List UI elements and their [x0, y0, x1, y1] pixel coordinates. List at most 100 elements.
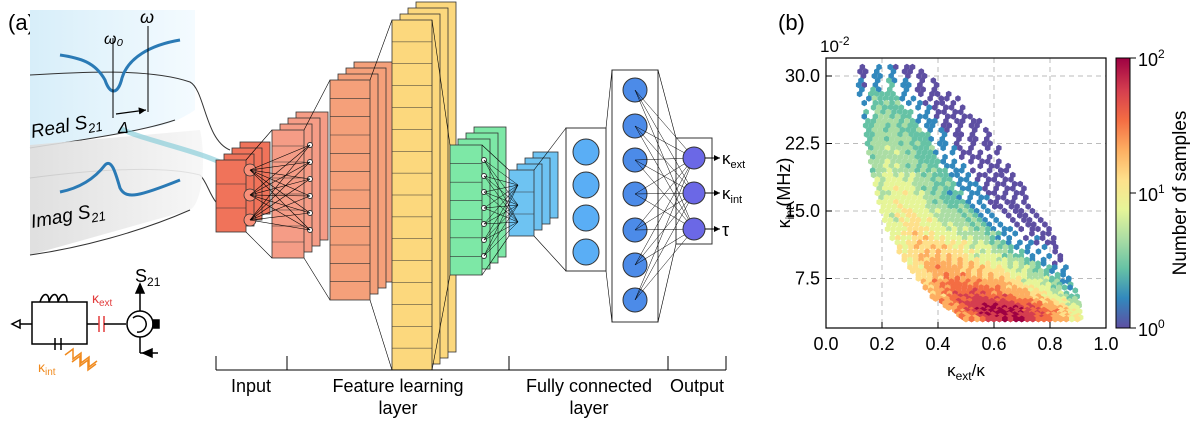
hexbin-cell — [889, 234, 895, 242]
hexbin-cell — [863, 131, 870, 138]
imag-sheet-bottom — [29, 209, 191, 256]
connection — [634, 89, 695, 159]
hexbin-cell — [870, 171, 877, 179]
hexbin-cell — [953, 140, 960, 147]
hexbin-cell — [965, 185, 971, 192]
hexbin-cell — [1035, 315, 1042, 323]
input-arrow-icon — [141, 347, 153, 359]
hexbin-cell — [1040, 260, 1047, 267]
x-tick-label: 0.2 — [869, 334, 894, 354]
hexbin-cell — [1013, 315, 1019, 323]
output-neuron — [682, 217, 706, 241]
output-label-kext: κext — [722, 149, 745, 171]
fan-line — [533, 127, 567, 171]
stage-feature-label-2: layer — [378, 398, 417, 418]
hexbin-cell — [889, 81, 895, 89]
hexbin-cell — [928, 234, 934, 242]
hexbin-cell — [940, 122, 947, 129]
hexbin-cell — [972, 135, 979, 143]
hexbin-cell — [890, 122, 897, 129]
hexbin-cell — [934, 90, 941, 98]
hexbin-cell — [944, 126, 950, 134]
hexbin-cell — [989, 239, 995, 246]
hexbin-cell — [1051, 234, 1057, 242]
hexbin-cell — [984, 144, 991, 152]
hexbin-cell — [991, 315, 997, 323]
connection — [483, 191, 519, 206]
hexbin-cell — [860, 72, 867, 80]
hexbin-cell — [1005, 212, 1012, 219]
hexbin-cell — [1046, 315, 1053, 323]
hexbin-cell — [876, 198, 882, 206]
connection — [249, 144, 311, 221]
hexbin-cell — [985, 207, 991, 215]
hexbin-cell — [866, 149, 872, 156]
hexbin-cell — [876, 63, 882, 71]
hexbin-cell — [923, 225, 930, 233]
hexbin-cell — [918, 68, 925, 75]
hexbin-cell — [898, 140, 904, 147]
hexbin-cell — [879, 122, 886, 129]
hexbin-cell — [994, 162, 1000, 170]
hexbin-cell — [1018, 315, 1025, 323]
connection — [483, 159, 519, 186]
hexbin-cell — [938, 126, 945, 134]
connection — [249, 161, 311, 196]
hexbin-cell — [917, 234, 923, 242]
connection — [634, 159, 695, 230]
y-tick-label: 15.0 — [785, 201, 820, 221]
fan-line — [431, 19, 451, 146]
hexbin-cell — [867, 135, 873, 143]
hexbin-cell — [977, 162, 984, 170]
hexbin-cell — [993, 216, 999, 224]
hexbin-cell — [1010, 185, 1016, 192]
hexbin-cell — [859, 63, 866, 71]
output-label-tau: τ — [722, 220, 729, 240]
hexbin-cell — [927, 95, 933, 102]
hexbin-cell — [1000, 194, 1007, 201]
hexbin-cell — [957, 225, 963, 233]
hexbin-cell — [952, 131, 959, 138]
hexbin-cell — [890, 225, 896, 233]
hexbin-cell — [919, 131, 926, 138]
hexbin-cell — [871, 72, 878, 80]
connection — [483, 159, 519, 223]
hexbin-cell — [910, 95, 917, 102]
connection — [249, 195, 311, 221]
ground-port — [10, 318, 21, 330]
hexbin-cell — [875, 86, 882, 93]
hexbin-cell — [1025, 203, 1031, 210]
connection — [483, 184, 519, 225]
connection — [483, 184, 519, 241]
hexbin-cell — [934, 230, 940, 237]
hexbin-cell — [947, 243, 953, 251]
hexbin-cell — [875, 140, 882, 147]
omega-label: ω — [140, 7, 154, 27]
hexbin-cell — [1063, 315, 1069, 323]
hexbin-cell — [1001, 207, 1008, 215]
hexbin-cell — [971, 126, 978, 134]
hexbin-cell — [864, 140, 871, 147]
hexbin-cell — [924, 248, 930, 255]
hexbin-cell — [1037, 216, 1044, 224]
hexbin-cell — [984, 135, 990, 143]
hexbin-cell — [951, 230, 957, 237]
hexbin-cell — [1000, 239, 1006, 246]
stage-output-label: Output — [670, 376, 724, 396]
hexbin-cell — [990, 225, 997, 233]
hexbin-cell — [932, 295, 939, 302]
hexbin-cell — [972, 239, 979, 246]
hexbin-cell — [884, 225, 891, 233]
connection — [249, 194, 311, 214]
hexbin-cell — [987, 140, 993, 147]
hexbin-cell — [937, 140, 943, 147]
hexbin-cell — [913, 122, 919, 129]
hexbin-cell — [886, 77, 892, 84]
connection — [249, 161, 311, 171]
stage-fc-label: Fully connected — [526, 376, 652, 396]
hexbin-cell — [962, 225, 969, 233]
fan-line — [303, 79, 331, 131]
hexbin-cell — [987, 198, 994, 206]
hexbin-cell — [1023, 234, 1029, 242]
x-tick-label: 0.6 — [981, 334, 1006, 354]
